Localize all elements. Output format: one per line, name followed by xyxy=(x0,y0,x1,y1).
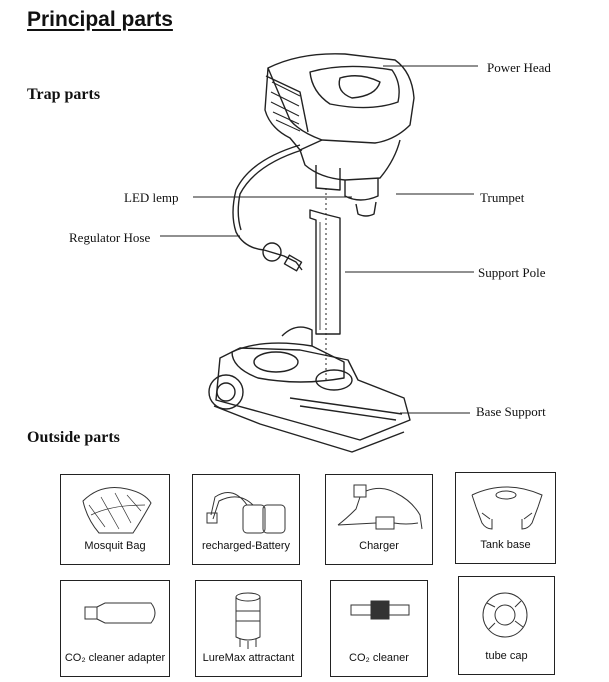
part-label-recharged-battery: recharged-Battery xyxy=(201,540,291,552)
part-label-luremax-attractant: LureMax attractant xyxy=(202,652,295,664)
trap-illustration xyxy=(160,53,478,453)
charger-icon xyxy=(337,484,423,530)
callout-regulator-hose: Regulator Hose xyxy=(69,230,151,245)
part-label-charger: Charger xyxy=(359,540,399,552)
callout-power-head: Power Head xyxy=(487,60,551,75)
co2-cleaner-icon xyxy=(350,600,410,620)
part-label-co2-cleaner: CO₂ cleaner xyxy=(349,652,409,664)
part-box-co2-cleaner: CO₂ cleaner xyxy=(330,580,428,677)
part-label-tank-base: Tank base xyxy=(480,539,531,551)
tank-base-icon xyxy=(471,486,543,530)
part-box-recharged-battery: recharged-Battery xyxy=(192,474,300,565)
page-title: Principal parts xyxy=(27,8,173,31)
regulator-hose-drawing xyxy=(232,144,303,272)
support-pole-drawing xyxy=(309,209,341,335)
part-box-charger: Charger xyxy=(325,474,433,565)
part-box-tank-base: Tank base xyxy=(455,472,556,564)
part-box-co2-cleaner-adapter: CO₂ cleaner adapter xyxy=(60,580,170,677)
callout-support-pole: Support Pole xyxy=(478,265,546,280)
part-label-co2-cleaner-adapter: CO₂ cleaner adapter xyxy=(64,652,166,664)
callout-base-support: Base Support xyxy=(476,404,546,419)
mosquit-bag-icon xyxy=(82,487,152,534)
luremax-icon xyxy=(235,592,261,649)
co2-adapter-icon xyxy=(84,602,156,624)
part-label-tube-cap: tube cap xyxy=(485,650,528,662)
part-box-tube-cap: tube cap xyxy=(458,576,555,675)
section-heading-trap-parts: Trap parts xyxy=(27,86,101,103)
base-support-drawing xyxy=(208,326,411,453)
part-box-mosquit-bag: Mosquit Bag xyxy=(60,474,170,565)
callout-led-lemp: LED lemp xyxy=(124,190,179,205)
part-label-mosquit-bag: Mosquit Bag xyxy=(84,540,146,552)
tube-cap-icon xyxy=(482,592,528,638)
section-heading-outside-parts: Outside parts xyxy=(27,429,120,446)
callout-trumpet: Trumpet xyxy=(480,190,525,205)
power-head-drawing xyxy=(264,53,415,217)
part-box-luremax-attractant: LureMax attractant xyxy=(195,580,302,677)
battery-icon xyxy=(206,492,286,534)
